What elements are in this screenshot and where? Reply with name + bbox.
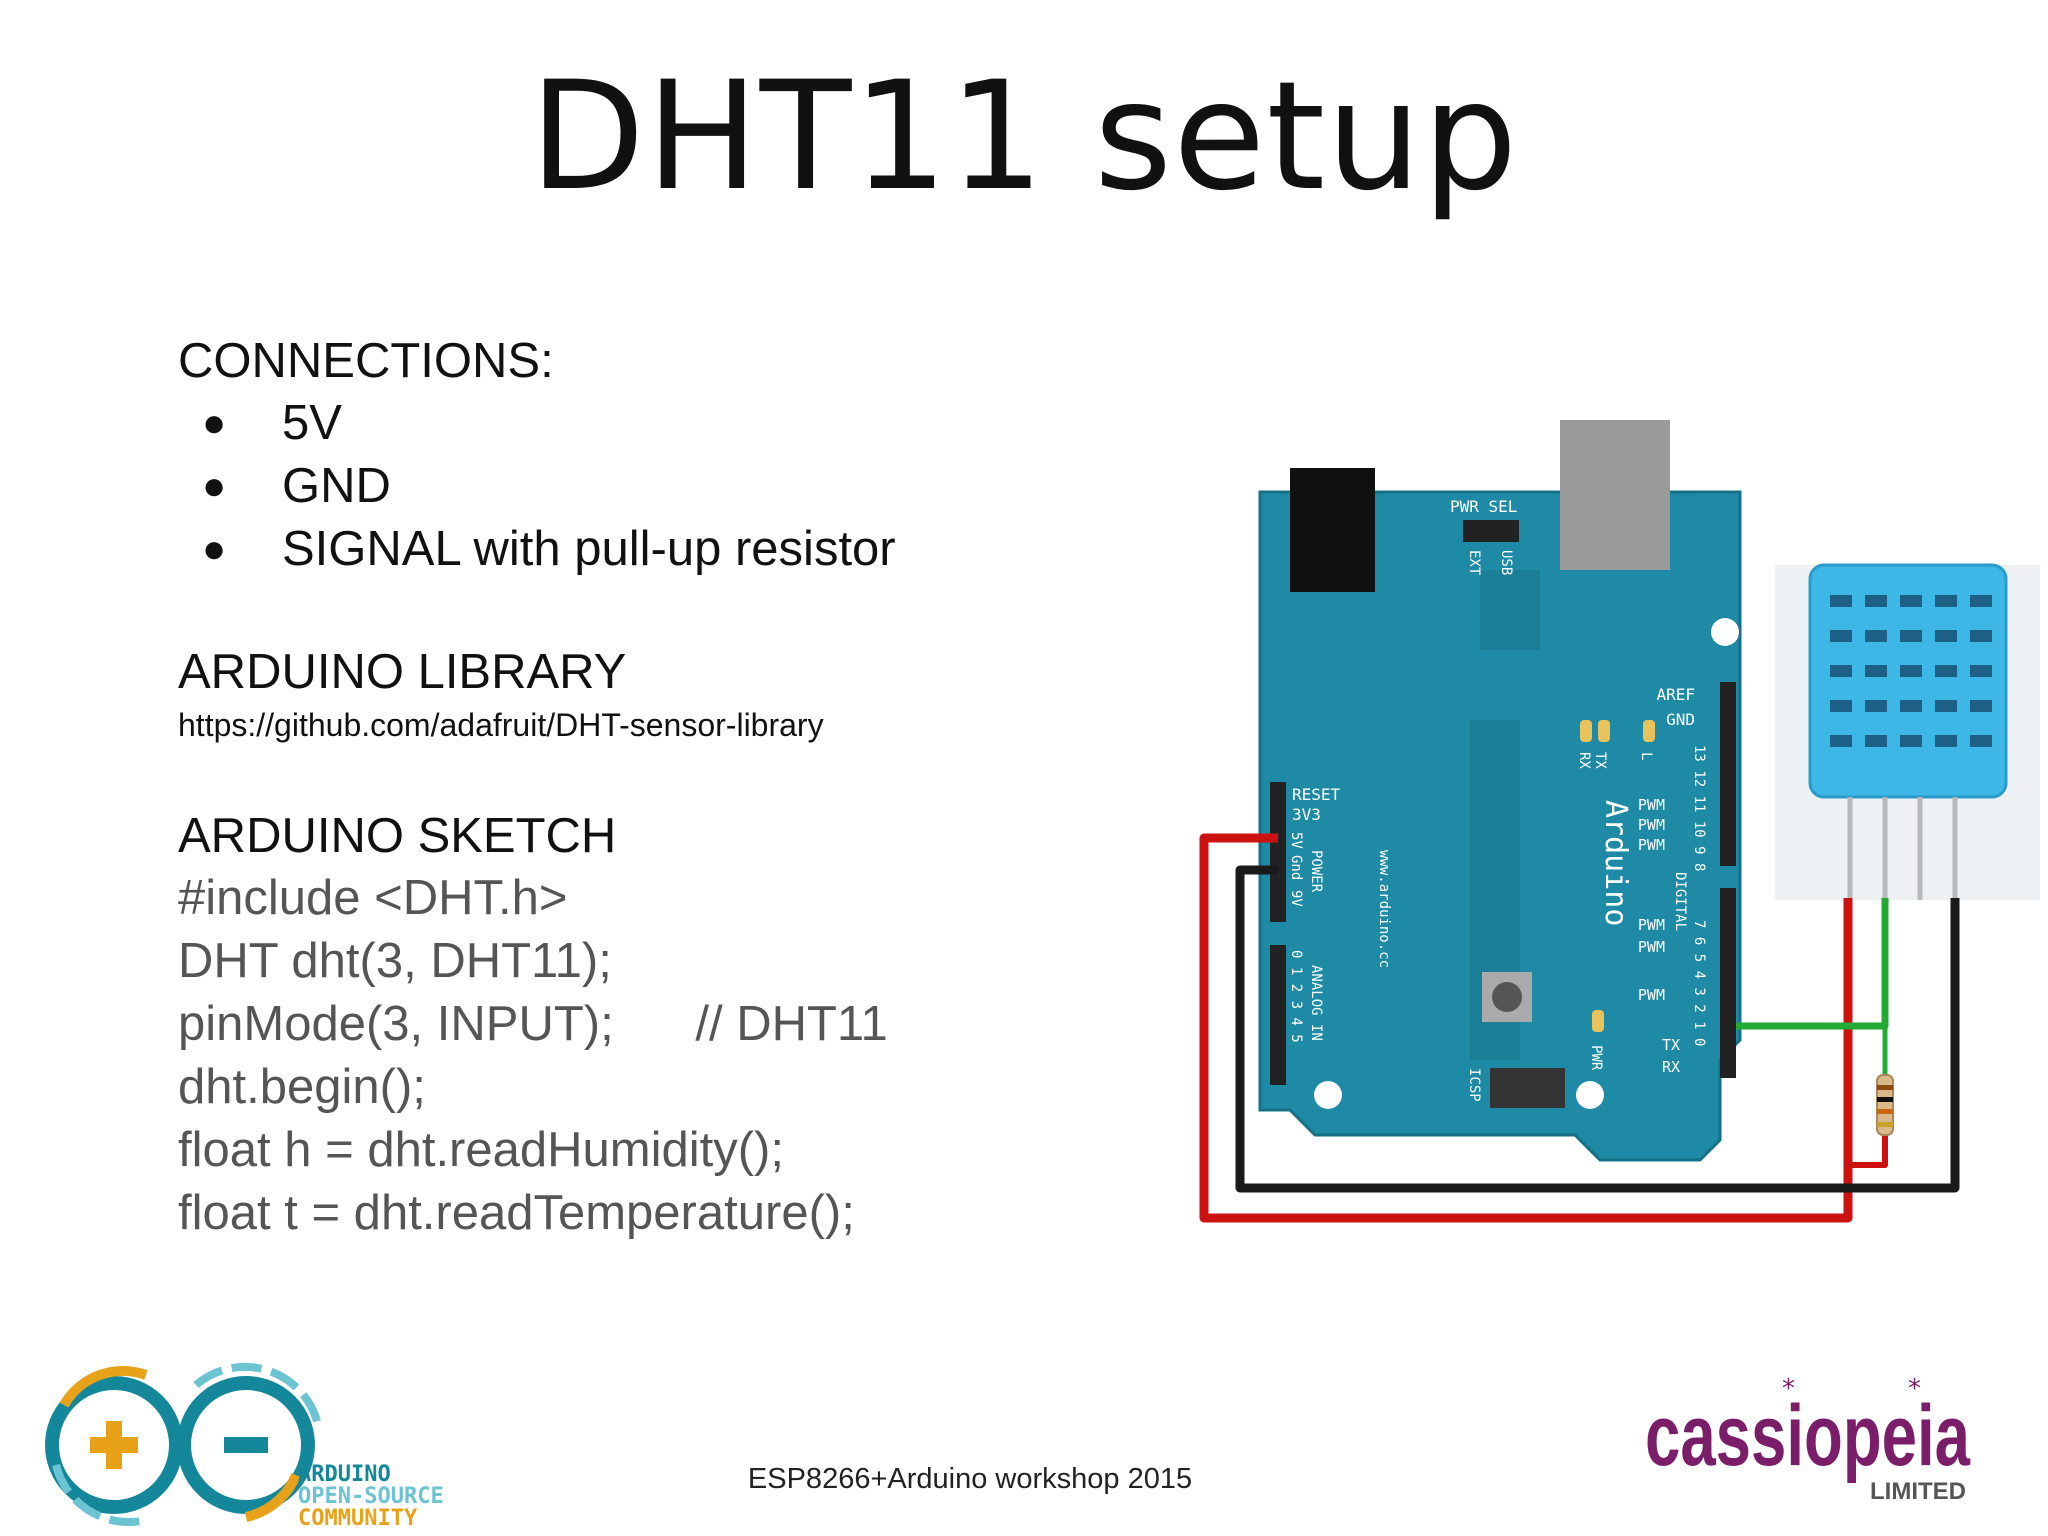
- mount-hole: [1314, 1081, 1342, 1109]
- bullet-icon: ●: [202, 464, 227, 508]
- pwm-label: PWM: [1638, 916, 1665, 934]
- vin-label: 9V: [1288, 890, 1304, 907]
- code-line: DHT dht(3, DHT11);: [178, 934, 612, 988]
- jumper: [1463, 520, 1519, 542]
- ext-label: EXT: [1466, 550, 1482, 576]
- l-led-label: L: [1638, 752, 1654, 760]
- wire-gnd: [1235, 865, 1960, 1193]
- power-label: POWER: [1308, 850, 1324, 893]
- library-url[interactable]: https://github.com/adafruit/DHT-sensor-l…: [178, 707, 824, 743]
- arduino-board: PWR SEL EXT USB AREF GND 13 12 11 10 9 8…: [1258, 420, 1742, 1162]
- cassiopeia-sub: LIMITED: [1870, 1478, 1966, 1505]
- aref-label: AREF: [1656, 685, 1695, 704]
- code-line: float t = dht.readTemperature();: [178, 1186, 855, 1240]
- pwm-label: PWM: [1638, 986, 1665, 1004]
- analog-in-label: ANALOG IN: [1308, 965, 1324, 1041]
- v5-label: 5V: [1288, 832, 1304, 849]
- bullet-icon: ●: [202, 401, 227, 445]
- pwm-label: PWM: [1638, 836, 1665, 854]
- analog-header: [1270, 945, 1286, 1085]
- list-item: ●GND: [178, 455, 1138, 518]
- arduino-community-logo: ARDUINO OPEN-SOURCE COMMUNITY: [45, 1362, 444, 1530]
- list-item: ●5V: [178, 392, 1138, 455]
- gnd-label: GND: [1666, 710, 1695, 729]
- star-icon: *: [1908, 1375, 1921, 1404]
- rx-led-label: RX: [1576, 752, 1592, 769]
- reset-label: RESET: [1292, 785, 1341, 804]
- analog-pins-label: 0 1 2 3 4 5: [1288, 950, 1304, 1043]
- code-line: dht.begin();: [178, 1060, 426, 1114]
- cassiopeia-wordmark: cassiopeia: [1645, 1388, 1971, 1484]
- digital-header-top: [1720, 682, 1736, 866]
- power-jack: [1290, 468, 1375, 592]
- digital-pins-bottom: 7 6 5 4 3 2 1 0: [1691, 920, 1707, 1046]
- v33-label: 3V3: [1292, 805, 1321, 824]
- pwr-led-label: PWR: [1588, 1045, 1604, 1071]
- wires: [1199, 833, 1960, 1223]
- digital-header-bottom: [1720, 888, 1736, 1078]
- pwm-label: PWM: [1638, 816, 1665, 834]
- mount-hole: [1576, 1081, 1604, 1109]
- rx-led-icon: [1598, 720, 1610, 742]
- code-line: pinMode(3, INPUT); // DHT11: [178, 997, 888, 1051]
- icsp-label: ICSP: [1466, 1068, 1482, 1102]
- power-header: [1270, 782, 1286, 922]
- tx-led-icon: [1580, 720, 1592, 742]
- tx-led-label: TX: [1592, 752, 1608, 769]
- wire-pullup-5v: [1848, 1130, 1888, 1168]
- bullet-icon: ●: [202, 527, 227, 571]
- arduino-logo-line3: COMMUNITY: [298, 1506, 418, 1530]
- star-icon: *: [1782, 1375, 1795, 1404]
- dht11-sensor: [1775, 563, 2040, 900]
- arduino-brand: Arduino: [1598, 800, 1633, 926]
- wiring-diagram: PWR SEL EXT USB AREF GND 13 12 11 10 9 8…: [1199, 420, 2040, 1223]
- library-heading: ARDUINO LIBRARY: [178, 645, 627, 699]
- list-item: ●SIGNAL with pull-up resistor: [178, 518, 1138, 581]
- arduino-url: www.arduino.cc: [1376, 850, 1392, 968]
- wire-5v: [1199, 833, 1853, 1223]
- content-left: CONNECTIONS: ●5V ●GND ●SIGNAL with pull-…: [178, 330, 1138, 1245]
- sketch-heading: ARDUINO SKETCH: [178, 809, 617, 863]
- code-line: float h = dht.readHumidity();: [178, 1123, 784, 1177]
- resistor-icon: [1876, 1074, 1894, 1136]
- usb-label: USB: [1498, 550, 1514, 575]
- pwr-sel-label: PWR SEL: [1450, 497, 1517, 516]
- plus-icon: [90, 1421, 138, 1469]
- pwm-label: PWM: [1638, 938, 1665, 956]
- tx-label: TX: [1662, 1036, 1680, 1054]
- usb-port: [1560, 420, 1670, 570]
- pwm-label: PWM: [1638, 796, 1665, 814]
- wire-signal: [1736, 898, 1889, 1030]
- gnd-pin-label: Gnd: [1288, 855, 1304, 880]
- cassiopeia-logo: cassiopeia LIMITED * *: [1645, 1375, 1971, 1505]
- slide-title: DHT11 setup: [529, 50, 1519, 224]
- digital-label: DIGITAL: [1672, 872, 1688, 931]
- code-line: #include <DHT.h>: [178, 871, 568, 925]
- l-led-icon: [1643, 720, 1655, 742]
- connections-heading: CONNECTIONS:: [178, 334, 554, 388]
- icsp-header: [1490, 1068, 1565, 1108]
- digital-pins-top: 13 12 11 10 9 8: [1691, 745, 1707, 871]
- minus-icon: [224, 1437, 268, 1453]
- arduino-logo-line1: ARDUINO: [298, 1462, 391, 1487]
- slide-footer: ESP8266+Arduino workshop 2015: [747, 1463, 1193, 1495]
- connections-list: ●5V ●GND ●SIGNAL with pull-up resistor: [178, 392, 1138, 581]
- pwr-led-icon: [1592, 1010, 1604, 1032]
- arduino-logo-line2: OPEN-SOURCE: [298, 1484, 444, 1509]
- rx-label: RX: [1662, 1058, 1680, 1076]
- mount-hole: [1711, 618, 1739, 646]
